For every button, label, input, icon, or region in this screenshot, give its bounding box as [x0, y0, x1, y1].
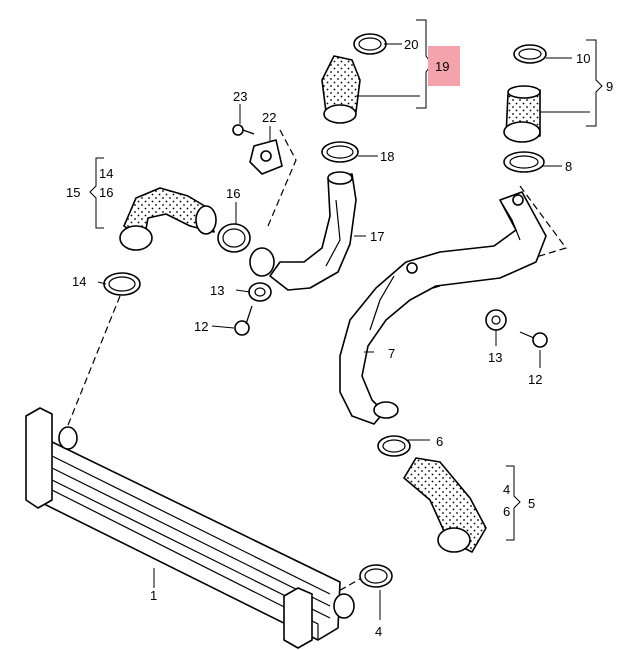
- bushing-part-13-left[interactable]: [248, 282, 272, 302]
- hose-part-15[interactable]: [119, 187, 217, 251]
- charge-air-pipe-part-17[interactable]: [249, 171, 357, 291]
- clamp-part-4[interactable]: [359, 564, 393, 588]
- highlight-part-19: [428, 46, 460, 86]
- label-6-bracket[interactable]: 6: [503, 504, 510, 519]
- label-12-left[interactable]: 12: [194, 319, 208, 334]
- hose-part-19[interactable]: [321, 55, 361, 124]
- label-17[interactable]: 17: [370, 229, 384, 244]
- leader-lines: [97, 43, 590, 620]
- label-19[interactable]: 19: [435, 59, 449, 74]
- clamp-part-18[interactable]: [321, 141, 359, 163]
- label-18[interactable]: 18: [380, 149, 394, 164]
- hose-part-5[interactable]: [403, 457, 487, 553]
- label-22[interactable]: 22: [262, 110, 276, 125]
- label-12-right[interactable]: 12: [528, 372, 542, 387]
- clamp-part-14[interactable]: [103, 272, 141, 296]
- hose-part-9[interactable]: [503, 85, 541, 143]
- label-6[interactable]: 6: [436, 434, 443, 449]
- clamp-part-16[interactable]: [217, 223, 251, 253]
- charge-air-pipe-part-7[interactable]: [339, 191, 547, 425]
- label-13-left[interactable]: 13: [210, 283, 224, 298]
- bushing-part-13-right[interactable]: [485, 309, 507, 331]
- label-14[interactable]: 14: [72, 274, 86, 289]
- bolt-part-12-left[interactable]: [234, 305, 253, 336]
- label-13-right[interactable]: 13: [488, 350, 502, 365]
- clamp-part-6[interactable]: [377, 435, 411, 457]
- label-23[interactable]: 23: [233, 89, 247, 104]
- label-15[interactable]: 15: [66, 185, 80, 200]
- label-5[interactable]: 5: [528, 496, 535, 511]
- label-4-bracket[interactable]: 4: [503, 482, 510, 497]
- brackets: [89, 19, 603, 541]
- label-20[interactable]: 20: [404, 37, 418, 52]
- label-9[interactable]: 9: [606, 79, 613, 94]
- bolt-part-12-right[interactable]: [519, 331, 548, 348]
- intercooler-part-1[interactable]: [25, 407, 355, 649]
- part-labels: 1 4 4 5 6 6 7 8 9 10 12 12 13 13 14 14 1…: [66, 37, 613, 639]
- clamp-part-20[interactable]: [353, 33, 387, 55]
- label-10[interactable]: 10: [576, 51, 590, 66]
- clamp-part-10[interactable]: [513, 44, 547, 64]
- sensor-part-22[interactable]: [249, 139, 283, 175]
- label-14-top[interactable]: 14: [99, 166, 113, 181]
- label-7[interactable]: 7: [388, 346, 395, 361]
- clamp-part-8[interactable]: [503, 151, 545, 173]
- label-8[interactable]: 8: [565, 159, 572, 174]
- bolt-part-23[interactable]: [232, 124, 255, 136]
- label-4-bottom[interactable]: 4: [375, 624, 382, 639]
- label-16[interactable]: 16: [226, 186, 240, 201]
- label-16-bracket[interactable]: 16: [99, 185, 113, 200]
- label-1[interactable]: 1: [150, 588, 157, 603]
